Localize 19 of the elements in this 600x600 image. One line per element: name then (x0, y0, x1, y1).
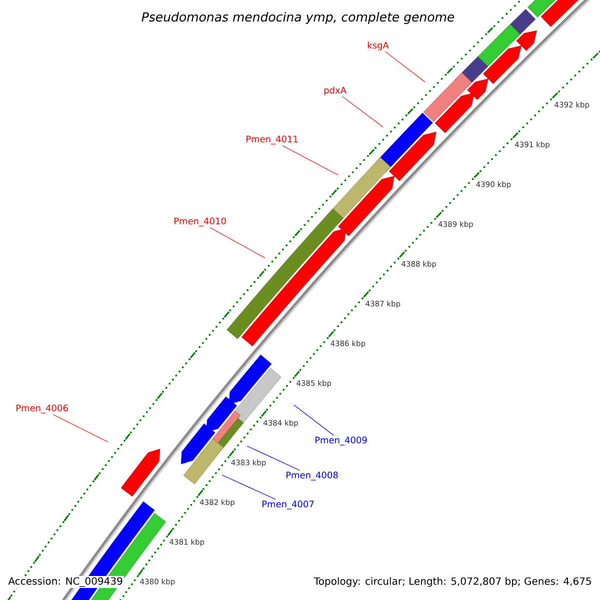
footer-text: Topology: circular; Length: 5,072,807 bp; Genes: 4,675 (312, 576, 593, 588)
leader-line (282, 145, 338, 176)
gene-label: Pmen_4008 (286, 472, 338, 480)
leader-line (222, 474, 276, 500)
gene-label: Pmen_4011 (246, 136, 298, 144)
gene-label: ksgA (368, 42, 389, 50)
leader-line (52, 414, 108, 442)
gene-label: pdxA (324, 86, 346, 96)
leader-line (246, 446, 300, 471)
gene-label: Pmen_4010 (174, 218, 226, 226)
gene-label: Pmen_4007 (262, 500, 314, 510)
gene-label: Pmen_4009 (315, 436, 367, 446)
leader-line (342, 96, 384, 128)
gene-label: Pmen_4006 (16, 404, 68, 414)
leader-line (294, 404, 334, 436)
leader-line (210, 227, 266, 258)
leader-line (384, 51, 426, 82)
footer-text: Accession: NC_009439 (7, 576, 124, 588)
title: Pseudomonas mendocina ymp, complete genome (142, 12, 454, 24)
